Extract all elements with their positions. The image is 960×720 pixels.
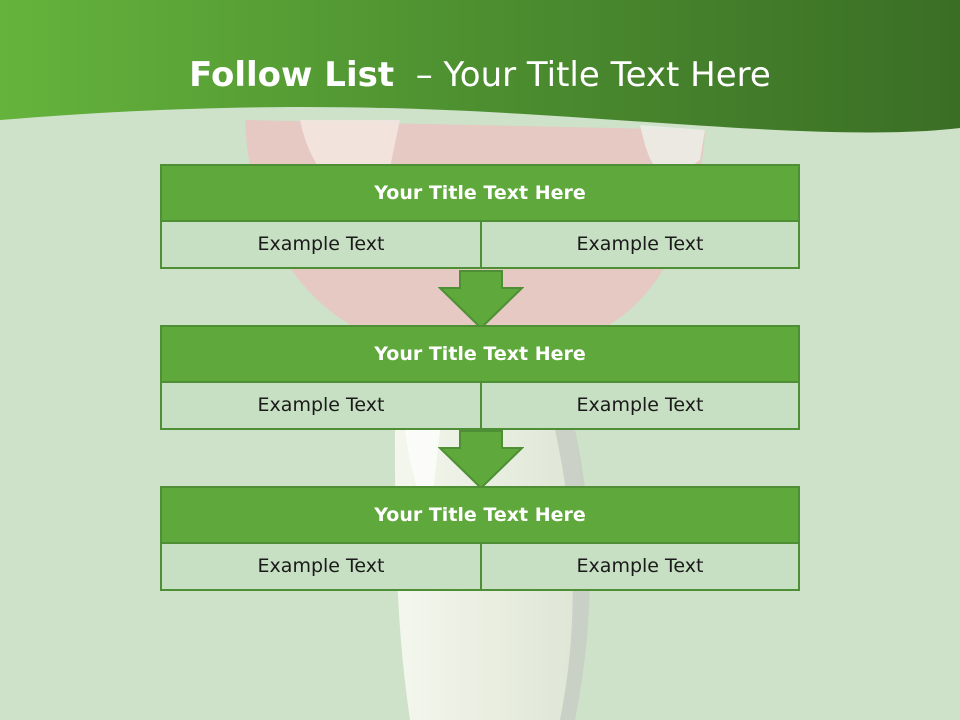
- step-left-text: Example Text: [162, 222, 482, 267]
- step-left-text: Example Text: [162, 383, 482, 428]
- step-box-1: Your Title Text Here Example Text Exampl…: [160, 164, 800, 269]
- step-title: Your Title Text Here: [162, 327, 798, 383]
- slide-title: Follow List – Your Title Text Here: [0, 52, 960, 98]
- step-title: Your Title Text Here: [162, 488, 798, 544]
- title-banner: [0, 0, 960, 133]
- step-box-3: Your Title Text Here Example Text Exampl…: [160, 486, 800, 591]
- slide-title-bold: Follow List: [189, 55, 395, 95]
- step-right-text: Example Text: [576, 394, 704, 416]
- down-arrow-icon: [438, 270, 524, 330]
- slide-title-rest: – Your Title Text Here: [415, 55, 771, 95]
- step-left-text: Example Text: [162, 544, 482, 589]
- step-title: Your Title Text Here: [162, 166, 798, 222]
- step-box-2: Your Title Text Here Example Text Exampl…: [160, 325, 800, 430]
- step-right-text: Example Text: [576, 233, 704, 255]
- step-right-text: Example Text: [576, 555, 704, 577]
- down-arrow-icon: [438, 430, 524, 490]
